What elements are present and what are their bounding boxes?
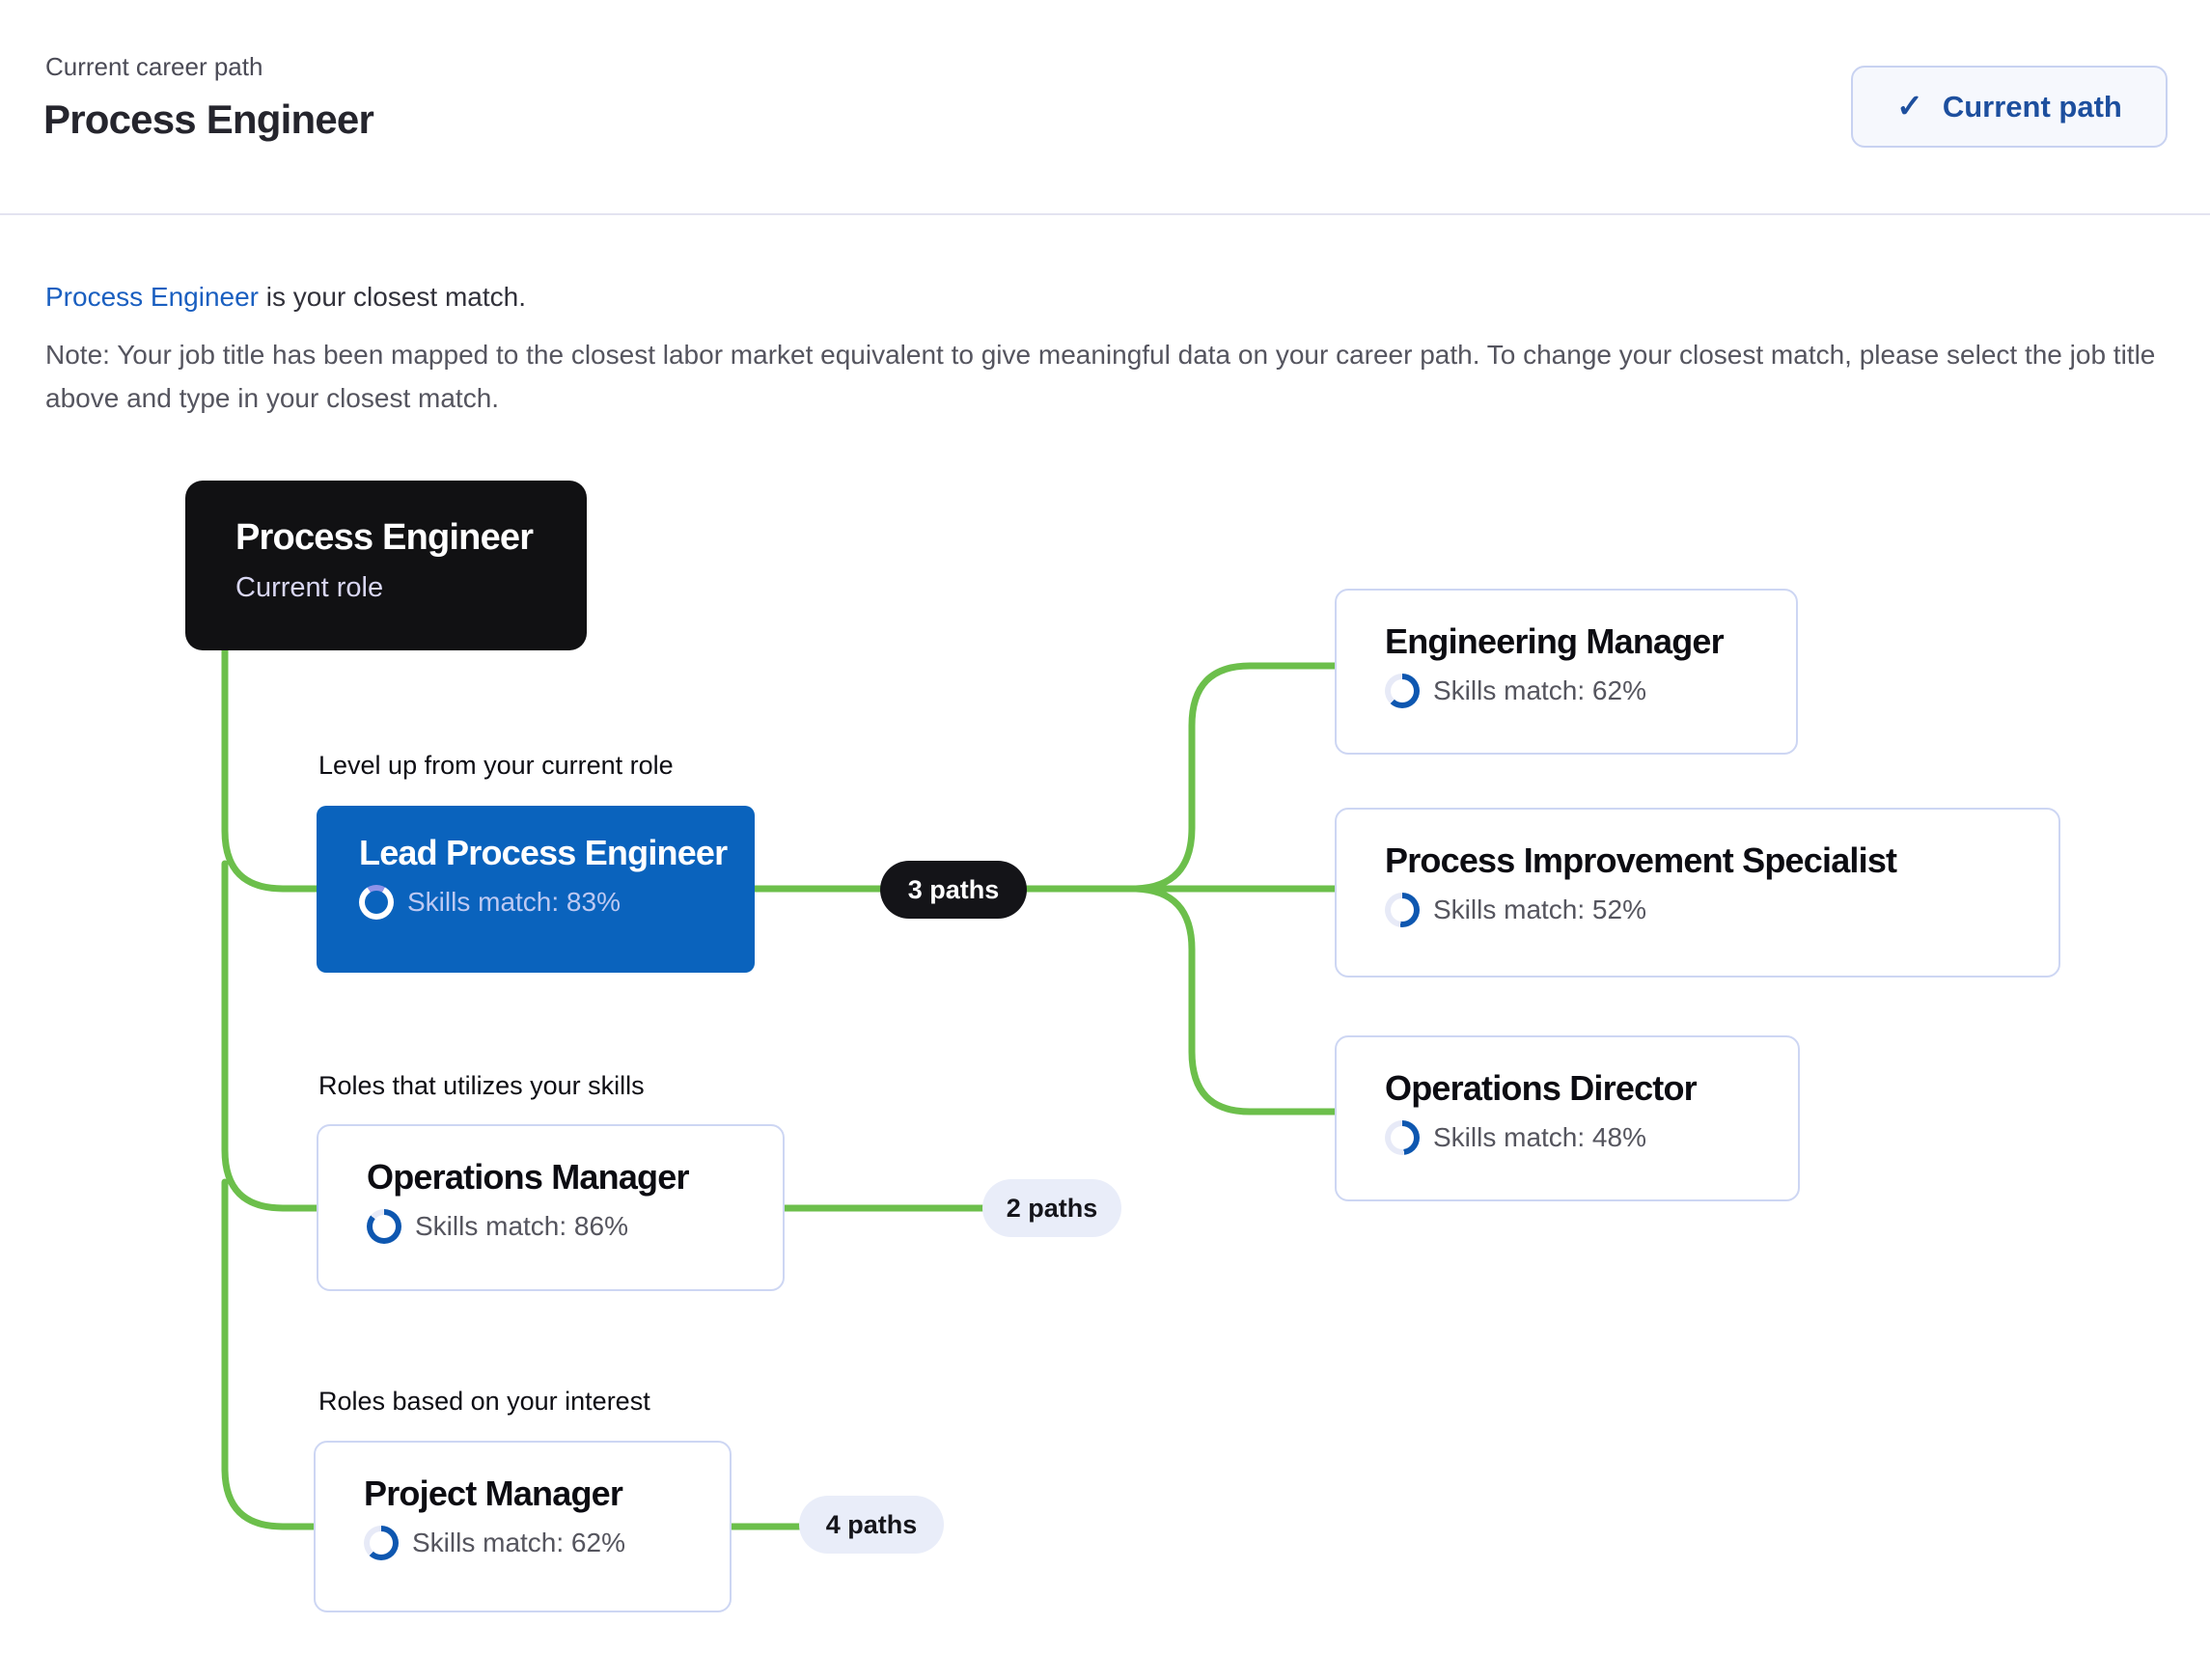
skills-match-text: Skills match: 86% [415, 1211, 628, 1241]
node-engineering-manager[interactable]: Engineering Manager Skills match: 62% [1335, 589, 1798, 755]
skills-match-ring-icon [1385, 1120, 1420, 1155]
page-header: Current career path Process Engineer ✓ C… [0, 0, 2210, 215]
connector-trunk-to-project-manager [221, 1178, 321, 1530]
node-lead-process-engineer[interactable]: Lead Process Engineer Skills match: 83% [317, 806, 755, 973]
connector-branch-to-operations-director [1132, 885, 1342, 1115]
closest-match-link[interactable]: Process Engineer [45, 282, 260, 312]
node-title: Operations Director [1385, 1068, 1698, 1108]
node-title: Operations Manager [367, 1157, 689, 1197]
skills-match-row: Skills match: 48% [1385, 1120, 1798, 1155]
node-project-manager[interactable]: Project Manager Skills match: 62% [314, 1441, 732, 1612]
mapping-note: Note: Your job title has been mapped to … [45, 340, 2156, 413]
node-process-improvement-specialist[interactable]: Process Improvement Specialist Skills ma… [1335, 808, 2060, 978]
section-label-interest: Roles based on your interest [318, 1387, 650, 1416]
skills-match-text: Skills match: 62% [1433, 675, 1646, 705]
closest-match-suffix: is your closest match. [259, 282, 526, 312]
skills-match-text: Skills match: 83% [407, 887, 621, 917]
connector-branch-to-engineering-manager [1132, 662, 1342, 893]
header-eyebrow: Current career path [45, 52, 263, 81]
current-path-button[interactable]: ✓ Current path [1851, 66, 2168, 148]
current-role-node: Process Engineer Current role [185, 481, 587, 650]
skills-match-row: Skills match: 62% [364, 1526, 730, 1560]
section-label-level-up: Level up from your current role [318, 751, 674, 780]
paths-badge-project-manager[interactable]: 4 paths [799, 1496, 944, 1554]
node-operations-director[interactable]: Operations Director Skills match: 48% [1335, 1035, 1800, 1201]
paths-badge-lead[interactable]: 3 paths [880, 861, 1027, 919]
skills-match-ring-icon [367, 1209, 401, 1244]
connector-trunk-to-operations-manager [221, 860, 324, 1212]
skills-match-ring-icon [1385, 674, 1420, 708]
skills-match-ring-icon [1385, 893, 1420, 927]
node-title: Project Manager [364, 1473, 623, 1513]
skills-match-text: Skills match: 48% [1433, 1122, 1646, 1152]
section-label-skills: Roles that utilizes your skills [318, 1071, 645, 1100]
skills-match-row: Skills match: 52% [1385, 893, 2058, 927]
skills-match-row: Skills match: 62% [1385, 674, 1796, 708]
current-role-subtitle: Current role [235, 572, 384, 603]
closest-match-line: Process Engineer is your closest match. [45, 282, 526, 313]
node-title: Lead Process Engineer [359, 833, 728, 872]
node-title: Process Improvement Specialist [1385, 840, 1897, 880]
check-icon: ✓ [1896, 88, 1923, 124]
node-title: Engineering Manager [1385, 621, 1725, 661]
skills-match-text: Skills match: 62% [412, 1528, 625, 1557]
page-title: Process Engineer [43, 96, 374, 142]
skills-match-ring-icon [364, 1526, 399, 1560]
current-role-title: Process Engineer [235, 517, 534, 558]
skills-match-row: Skills match: 86% [367, 1209, 783, 1244]
skills-match-text: Skills match: 52% [1433, 895, 1646, 924]
current-path-button-label: Current path [1942, 89, 2122, 124]
paths-badge-operations-manager[interactable]: 2 paths [982, 1179, 1121, 1237]
connector-trunk-to-lead [221, 645, 324, 893]
skills-match-row: Skills match: 83% [359, 885, 755, 920]
skills-match-ring-icon [359, 885, 394, 920]
node-operations-manager[interactable]: Operations Manager Skills match: 86% [317, 1124, 785, 1291]
